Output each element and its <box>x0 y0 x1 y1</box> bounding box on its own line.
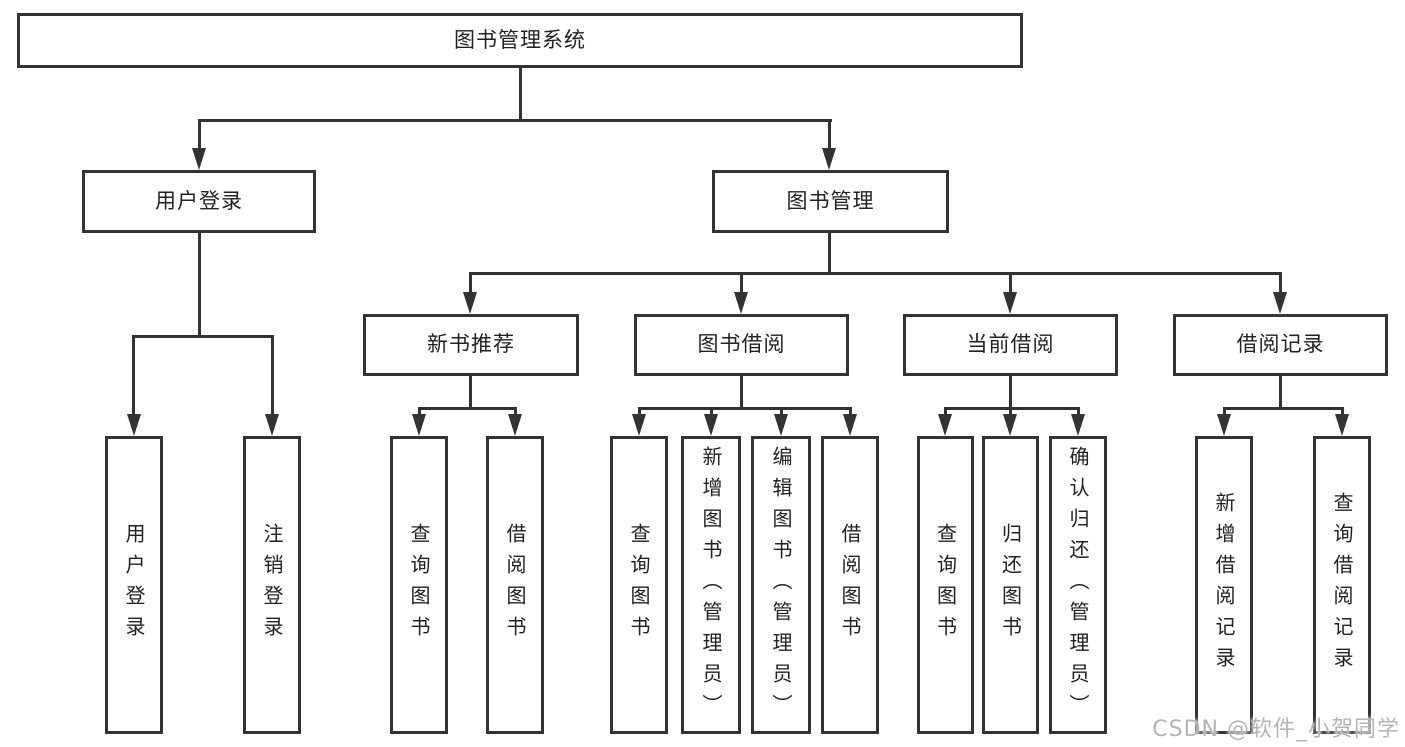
leaf-records-query-record: 查询借阅记录 <box>1313 436 1371 734</box>
connector-borrow-records-stub <box>1279 376 1282 409</box>
connector-book-management-stub <box>828 233 831 274</box>
node-new-book-recommend: 新书推荐 <box>363 314 579 376</box>
connector-to-nb-borrow <box>514 407 517 416</box>
connector-to-rec-query <box>1341 407 1344 416</box>
connector-to-leaf-logout <box>271 335 274 415</box>
connector-to-bb-query <box>638 407 641 416</box>
connector-new-book-horizontal <box>418 407 517 410</box>
node-label: 图书借阅 <box>697 332 786 357</box>
arrowhead-to-book-borrow <box>734 292 748 314</box>
connector-book-borrow-stub <box>740 376 743 409</box>
node-label: 图书管理 <box>786 188 875 213</box>
connector-root-horizontal <box>198 119 832 122</box>
connector-to-borrow-records <box>1279 272 1282 293</box>
connector-borrow-records-horizontal <box>1223 407 1344 410</box>
connector-to-cb-query <box>944 407 947 416</box>
arrowhead-to-bb-query <box>632 414 646 436</box>
connector-new-book-stub <box>469 376 472 409</box>
arrowhead-to-cb-confirm <box>1071 414 1085 436</box>
connector-current-borrow-horizontal <box>944 407 1080 410</box>
node-label: 用户登录 <box>155 188 243 213</box>
arrowhead-to-bb-edit <box>774 414 788 436</box>
connector-to-book-borrow <box>740 272 743 293</box>
node-borrow-records: 借阅记录 <box>1173 314 1388 376</box>
leaf-label: 查询借阅记录 <box>1330 492 1354 678</box>
leaf-current-query-books: 查询图书 <box>917 436 974 734</box>
arrowhead-to-cb-query <box>938 414 952 436</box>
arrowhead-to-bb-borrow <box>843 414 857 436</box>
arrowhead-to-new-book-recommend <box>463 292 477 314</box>
connector-to-leaf-user-login <box>132 335 135 415</box>
connector-to-bb-add <box>710 407 713 416</box>
node-label: 借阅记录 <box>1236 332 1325 357</box>
connector-to-user-login <box>198 119 201 150</box>
connector-user-login-stub <box>198 233 201 337</box>
leaf-label: 查询图书 <box>933 523 958 647</box>
connector-root-stub <box>519 68 522 121</box>
arrowhead-to-bb-add <box>704 414 718 436</box>
leaf-label: 新增借阅记录 <box>1212 492 1236 678</box>
leaf-label: 归还图书 <box>998 523 1023 647</box>
node-label: 新书推荐 <box>427 332 515 357</box>
leaf-user-login: 用户登录 <box>105 436 163 734</box>
connector-book-management-horizontal <box>469 272 1282 275</box>
leaf-label: 注销登录 <box>260 523 284 647</box>
leaf-borrow-add-books-admin: 新增图书（管理员） <box>681 436 741 734</box>
node-label: 当前借阅 <box>966 332 1055 357</box>
leaf-borrow-borrow-books: 借阅图书 <box>821 436 879 734</box>
connector-to-bb-borrow <box>849 407 852 416</box>
leaf-current-return-books: 归还图书 <box>982 436 1039 734</box>
csdn-watermark: CSDN @软件_小贺同学 <box>1152 717 1400 742</box>
arrowhead-to-book-management <box>822 148 836 170</box>
connector-book-borrow-horizontal <box>638 407 852 410</box>
node-book-borrow: 图书借阅 <box>634 314 849 376</box>
leaf-label: 查询图书 <box>627 523 651 647</box>
connector-current-borrow-stub <box>1009 376 1012 409</box>
leaf-label: 借阅图书 <box>503 523 527 647</box>
leaf-label: 借阅图书 <box>838 523 862 647</box>
arrowhead-to-cb-return <box>1003 414 1017 436</box>
connector-to-bb-edit <box>780 407 783 416</box>
connector-to-new-book-recommend <box>469 272 472 293</box>
arrowhead-to-current-borrow <box>1003 292 1017 314</box>
node-user-login: 用户登录 <box>82 170 316 233</box>
arrowhead-to-nb-query <box>412 414 426 436</box>
connector-to-cb-return <box>1009 407 1012 416</box>
leaf-label: 确认归还（管理员） <box>1066 445 1090 725</box>
node-library-management-system: 图书管理系统 <box>17 13 1023 68</box>
leaf-logout: 注销登录 <box>243 436 301 734</box>
leaf-records-add-record: 新增借阅记录 <box>1195 436 1253 734</box>
connector-user-login-horizontal <box>132 335 274 338</box>
leaf-borrow-query-books: 查询图书 <box>610 436 668 734</box>
arrowhead-to-rec-add <box>1217 414 1231 436</box>
connector-to-cb-confirm <box>1077 407 1080 416</box>
connector-to-current-borrow <box>1009 272 1012 293</box>
leaf-borrow-edit-books-admin: 编辑图书（管理员） <box>751 436 811 734</box>
arrowhead-to-nb-borrow <box>508 414 522 436</box>
node-book-management: 图书管理 <box>712 170 949 233</box>
leaf-label: 新增图书（管理员） <box>699 445 723 725</box>
arrowhead-to-borrow-records <box>1273 292 1287 314</box>
connector-to-nb-query <box>418 407 421 416</box>
arrowhead-to-user-login <box>192 148 206 170</box>
leaf-newbook-query-books: 查询图书 <box>390 436 448 734</box>
leaf-label: 用户登录 <box>122 523 146 647</box>
leaf-newbook-borrow-books: 借阅图书 <box>486 436 544 734</box>
arrowhead-to-leaf-logout <box>265 414 279 436</box>
arrowhead-to-leaf-user-login <box>127 414 141 436</box>
leaf-current-confirm-return-admin: 确认归还（管理员） <box>1049 436 1107 734</box>
node-label: 图书管理系统 <box>454 27 586 52</box>
arrowhead-to-rec-query <box>1335 414 1349 436</box>
connector-to-rec-add <box>1223 407 1226 416</box>
leaf-label: 编辑图书（管理员） <box>769 445 793 725</box>
connector-to-book-management <box>828 119 831 150</box>
leaf-label: 查询图书 <box>407 523 431 647</box>
node-current-borrow: 当前借阅 <box>903 314 1118 376</box>
